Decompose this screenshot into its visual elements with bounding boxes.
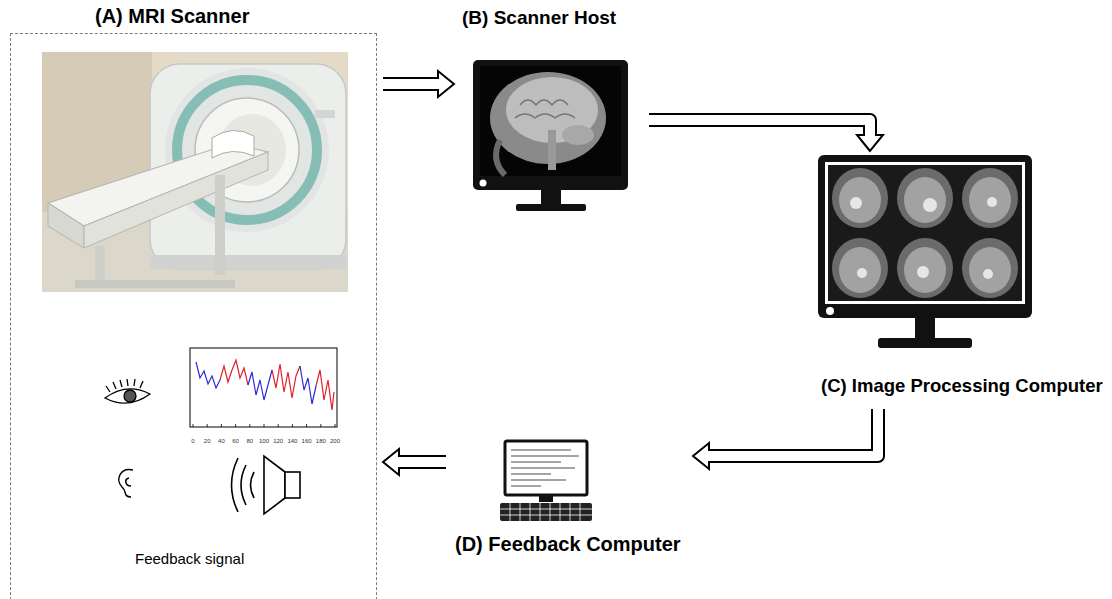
axis-tick: 160 — [302, 438, 312, 445]
axis-tick: 180 — [316, 438, 326, 445]
text-holder: (B) Scanner Host — [462, 7, 616, 30]
part-title: (D) Feedback Computer — [455, 532, 681, 556]
part-title: (A) MRI Scanner — [95, 4, 249, 28]
scanner-host-monitor — [473, 60, 628, 211]
speaker-icon — [232, 456, 301, 514]
text-holder: (D) Feedback Computer — [455, 532, 681, 556]
mri-photo — [42, 52, 348, 292]
text-holder: 200 — [330, 429, 340, 447]
axis-tick: 200 — [330, 438, 340, 445]
hollow-arrow — [383, 449, 446, 475]
arrow-shaft — [383, 79, 441, 89]
text-holder: 140 — [287, 429, 297, 447]
text-holder: 120 — [273, 429, 283, 447]
text-holder: Feedback signal — [135, 550, 244, 568]
axis-tick: 40 — [218, 438, 225, 445]
text-holder: 160 — [302, 429, 312, 447]
part-title: (B) Scanner Host — [462, 7, 616, 30]
hollow-arrow — [693, 409, 878, 469]
arrow-shaft — [709, 409, 878, 456]
axis-tick: 0 — [191, 438, 194, 445]
axis-tick: 120 — [273, 438, 283, 445]
image-processing-monitor — [818, 155, 1032, 348]
feedback-computer-icon — [500, 441, 592, 521]
text-holder: 100 — [259, 429, 269, 447]
hollow-arrow — [649, 120, 883, 151]
arrow-shaft — [649, 120, 870, 138]
axis-tick: 80 — [246, 438, 253, 445]
hollow-arrow — [383, 71, 454, 97]
axis-tick: 60 — [232, 438, 239, 445]
eye-icon — [105, 379, 150, 403]
axis-tick: 140 — [287, 438, 297, 445]
text-holder: 40 — [218, 429, 225, 447]
dashed-outline — [10, 33, 377, 599]
text-holder: 60 — [232, 429, 239, 447]
feedback-computer: (D) Feedback Computer — [452, 436, 687, 566]
region-caption: Feedback signal — [135, 550, 244, 568]
signal-plot — [190, 348, 337, 427]
text-holder: 20 — [204, 429, 211, 447]
image-processing-computer: (C) Image Processing Computer — [815, 155, 1107, 405]
scanner-region: (A) MRI ScannerFeedback signal — [10, 0, 377, 599]
text-holder: (C) Image Processing Computer — [821, 375, 1103, 397]
part-title: (C) Image Processing Computer — [821, 375, 1103, 397]
arrow-shaft — [396, 457, 446, 467]
scanner-host: (B) Scanner Host — [460, 5, 645, 217]
text-holder: 80 — [246, 429, 253, 447]
axis-tick: 100 — [259, 438, 269, 445]
text-holder: 180 — [316, 429, 326, 447]
arrow-shaft — [706, 409, 878, 456]
ear-icon — [119, 470, 133, 497]
axis-tick: 20 — [204, 438, 211, 445]
text-holder: 0 — [191, 429, 194, 447]
text-holder: (A) MRI Scanner — [95, 4, 249, 28]
